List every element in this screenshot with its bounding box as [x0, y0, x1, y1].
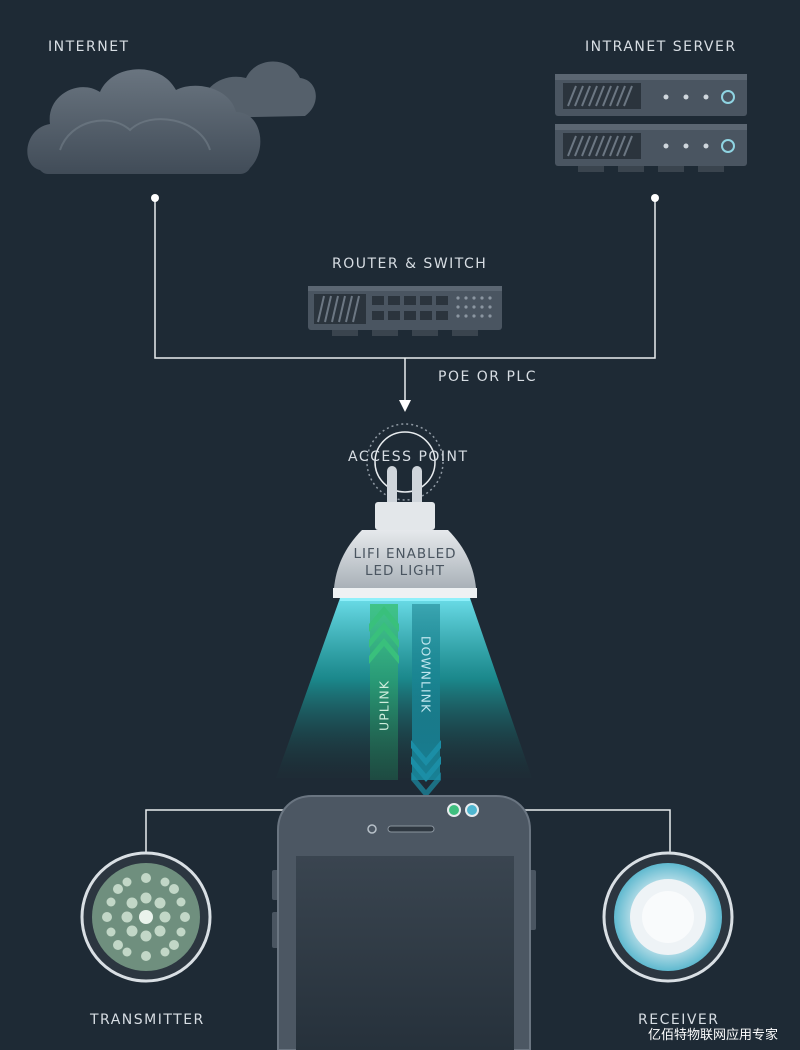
lifi-led-label-line2: LED LIGHT	[364, 563, 446, 579]
server-connector-dot	[651, 194, 659, 202]
arrow-down-icon	[399, 400, 411, 412]
access-point-label: ACCESS POINT	[348, 449, 469, 465]
intranet-server-icon	[555, 74, 747, 172]
internet-connector-dot	[151, 194, 159, 202]
receiver-label: RECEIVER	[638, 1012, 720, 1028]
uplink-label: UPLINK	[376, 680, 392, 731]
lifi-led-light-icon	[333, 466, 477, 601]
receiver-icon	[602, 851, 734, 983]
lifi-led-label-line1: LIFI ENABLED	[353, 546, 457, 562]
watermark: 亿佰特物联网应用专家	[648, 1028, 779, 1043]
access-point-icon	[366, 423, 444, 501]
uplink-channel	[369, 604, 399, 780]
transmitter-label: TRANSMITTER	[90, 1012, 205, 1028]
poe-plc-label: POE OR PLC	[438, 369, 537, 385]
downlink-channel	[411, 604, 441, 798]
intranet-server-label: INTRANET SERVER	[585, 39, 737, 55]
router-switch-label: ROUTER & SWITCH	[332, 256, 488, 272]
internet-cloud-icon	[27, 61, 316, 174]
light-beam	[276, 598, 532, 778]
phone-transmitter-led	[447, 803, 461, 817]
internet-label: INTERNET	[48, 39, 130, 55]
network-connection-lines	[154, 198, 656, 402]
router-switch-icon	[308, 286, 502, 336]
smartphone-icon	[272, 795, 536, 1050]
phone-receiver-led	[465, 803, 479, 817]
downlink-label: DOWNLINK	[418, 635, 434, 714]
transmitter-icon	[80, 851, 212, 983]
